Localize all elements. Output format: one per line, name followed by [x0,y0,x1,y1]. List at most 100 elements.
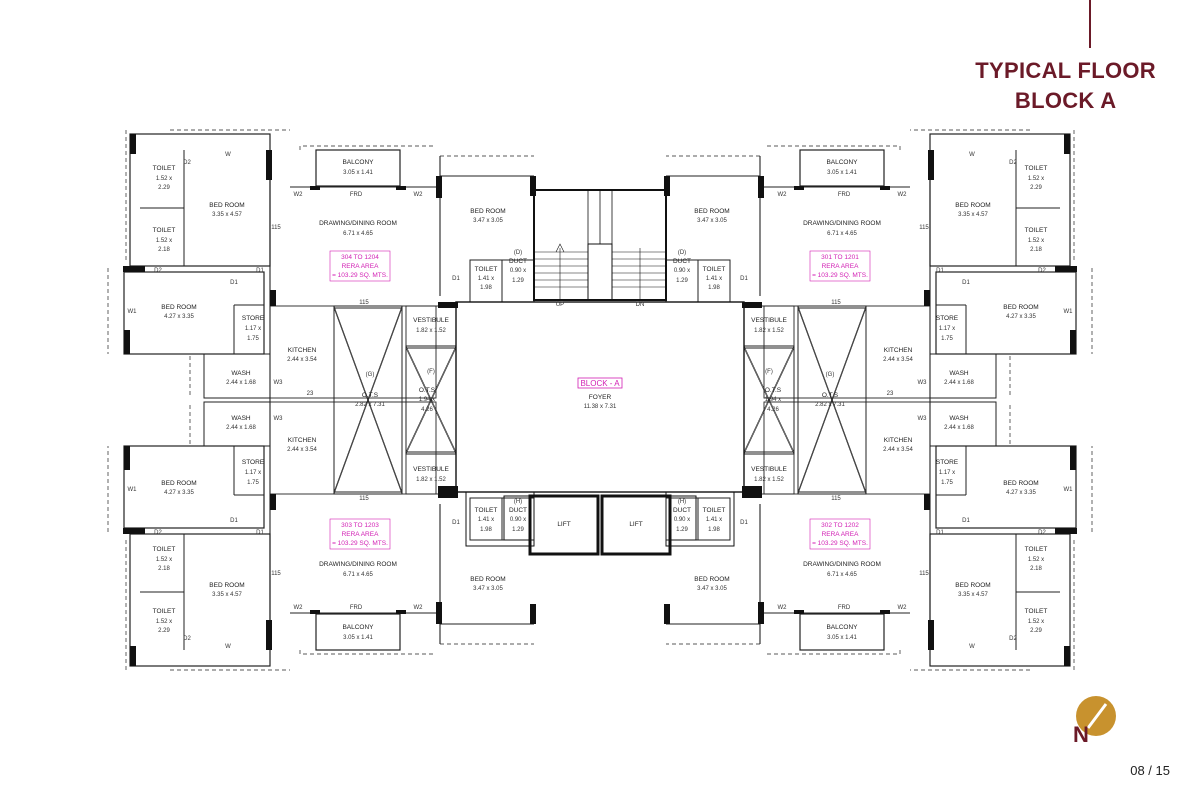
foyer-size: 11.38 x 7.31 [584,404,617,410]
central-core [438,189,762,556]
plan-label-toilet-a2: 2.29 [158,185,170,191]
plan-label-duct: DUCT [673,258,691,265]
plan-label-vestibule: VESTIBULE [751,317,787,324]
plan-label-toilet-a2: 2.29 [158,628,170,634]
plan-label-d1: D1 [740,520,748,526]
plan-label-wash-size: 2.44 x 1.68 [944,380,974,386]
plan-label-store-b: 1.75 [247,336,259,342]
plan-label-vestibule: VESTIBULE [413,317,449,324]
stair-up-label: UP [556,302,564,308]
plan-label-vestibule-size: 1.82 x 1.52 [416,328,446,334]
block-label: BLOCK - A [580,379,620,388]
plan-label-toilet-a2: 2.29 [1030,185,1042,191]
plan-label-store-a: 1.17 x [245,470,261,476]
plan-label-store-b: 1.75 [941,480,953,486]
plan-label-w2: W2 [414,192,424,198]
plan-label-toilet: TOILET [703,507,726,514]
plan-label-store: STORE [242,315,265,322]
plan-label-toilet-a: 1.52 x [156,619,172,625]
plan-label-frd: FRD [838,192,851,198]
plan-label-kitchen: KITCHEN [884,437,913,444]
plan-label-toilet-a: 1.52 x [156,176,172,182]
plan-label-duct: DUCT [509,507,527,514]
plan-label-d: (D) [514,250,522,256]
plan-label-toilet-b: 1.52 x [156,238,172,244]
plan-label-bed-main: 3.35 x 4.57 [958,592,988,598]
plan-label-ots-small-b: 4.26 [421,407,433,413]
plan-label-d1: D1 [936,530,944,536]
plan-label-duct-a: 0.90 x [674,268,690,274]
plan-label-w3: W3 [918,380,928,386]
plan-label-vestibule: VESTIBULE [413,466,449,473]
plan-label-store: STORE [242,459,265,466]
plan-label-dim115: 115 [359,496,369,502]
plan-label-w1: W1 [1064,309,1074,315]
plan-label-duct-b: 1.29 [512,527,524,533]
plan-label-w2: W2 [294,605,304,611]
plan-label-duct-b: 1.29 [676,278,688,284]
plan-label-drawing-size: 6.71 x 4.65 [343,572,373,578]
plan-label-balcony: BALCONY [826,159,858,166]
plan-label-duct: DUCT [673,507,691,514]
plan-label-toilet-a: 1.52 x [1028,176,1044,182]
plan-label-d2: D2 [1009,636,1017,642]
plan-label-ots: O.T.S [362,392,379,399]
plan-label-frd: FRD [838,605,851,611]
plan-label-w: W [225,152,231,158]
plan-label-bedroom: BED ROOM [470,576,505,583]
rera-labels: 304 TO 1204 RERA AREA = 103.29 SQ. MTS. … [329,250,871,550]
plan-label-vestibule-size: 1.82 x 1.52 [416,477,446,483]
plan-label-d: (D) [678,250,686,256]
plan-label-kitchen-size: 2.44 x 3.54 [287,447,317,453]
plan-label-w1: W1 [128,487,138,493]
plan-label-d1: D1 [230,280,238,286]
plan-label-toilet: TOILET [153,165,176,172]
rera-area-label-bl: RERA AREA [342,531,380,538]
plan-label-bedroom: BED ROOM [161,480,196,487]
plan-label-bedroom: BED ROOM [161,304,196,311]
plan-label-bed-side: 4.27 x 3.35 [1006,490,1036,496]
plan-label-toilet-c: 1.41 x [706,517,722,523]
plan-label-toilet-b2: 2.18 [158,247,170,253]
plan-label-wash: WASH [949,415,969,422]
plan-label-d1: D1 [936,268,944,274]
plan-label-w2: W2 [778,605,788,611]
rera-area-label-tr: RERA AREA [822,263,860,270]
plan-label-duct: DUCT [509,258,527,265]
plan-label-d2: D2 [1038,530,1046,536]
lift-right-label: LIFT [629,521,642,528]
plan-label-toilet: TOILET [1025,546,1048,553]
plan-label-balcony-size: 3.05 x 1.41 [343,635,373,641]
plan-label-dim115: 115 [271,225,281,231]
plan-label-dim23: 23 [887,391,894,397]
title-line-1: TYPICAL FLOOR [975,58,1156,83]
plan-label-frd: FRD [350,605,363,611]
plan-label-duct-a: 0.90 x [510,517,526,523]
plan-label-d1: D1 [452,276,460,282]
plan-label-ots: O.T.S [822,392,839,399]
plan-label-wash-size: 2.44 x 1.68 [226,425,256,431]
plan-label-frd: FRD [350,192,363,198]
plan-label-d2: D2 [154,530,162,536]
plan-label-balcony-size: 3.05 x 1.41 [827,170,857,176]
plan-label-w3: W3 [274,380,284,386]
plan-label-bed-side: 4.27 x 3.35 [164,314,194,320]
plan-label-wash: WASH [949,370,969,377]
wing-bottom-left [107,307,537,671]
plan-label-wash-size: 2.44 x 1.68 [226,380,256,386]
plan-label-w1: W1 [128,309,138,315]
plan-label-d1: D1 [256,530,264,536]
plan-label-toilet-b2: 2.18 [1030,247,1042,253]
plan-label-w: W [225,644,231,650]
plan-label-toilet: TOILET [475,266,498,273]
plan-label-d2: D2 [183,636,191,642]
plan-label-toilet-c2: 1.98 [708,285,720,291]
stair-dn-label: DN [636,302,645,308]
plan-label-balcony: BALCONY [342,159,374,166]
plan-label-f: (F) [427,369,435,375]
north-letter: N [1073,722,1089,747]
plan-label-dim23: 23 [307,391,314,397]
plan-label-store-a: 1.17 x [939,470,955,476]
plan-label-wash-size: 2.44 x 1.68 [944,425,974,431]
